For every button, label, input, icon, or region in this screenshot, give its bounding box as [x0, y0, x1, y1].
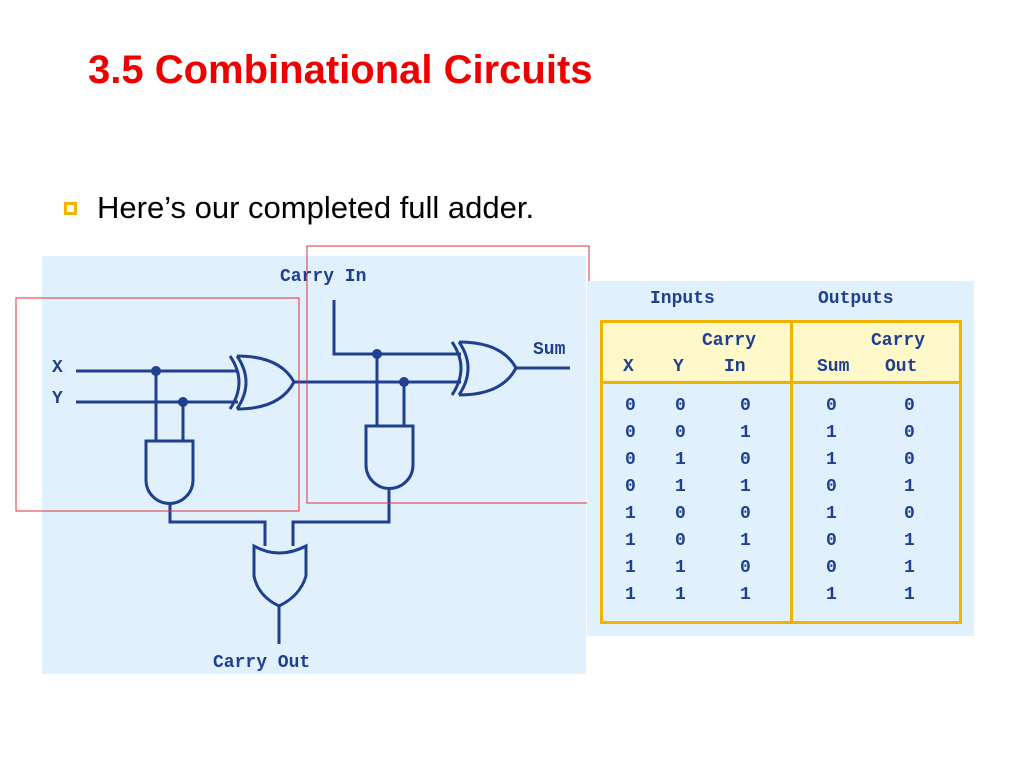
group-inputs: Inputs [650, 289, 715, 309]
junction-cin [372, 349, 382, 359]
cell-cout: 1 [904, 531, 915, 551]
table-row: 0 1 1 [603, 477, 790, 504]
and-gate-1 [144, 439, 195, 505]
xor-gate-2 [450, 340, 518, 397]
cell-cin: 0 [740, 558, 751, 578]
junction-x [151, 366, 161, 376]
label-y: Y [52, 389, 63, 409]
wire-carry-in [332, 300, 461, 356]
cell-x: 0 [625, 396, 636, 416]
bullet-text: Here’s our completed full adder. [97, 190, 535, 225]
cell-y: 0 [675, 396, 686, 416]
col-cin-bottom: In [724, 357, 746, 377]
cell-cout: 1 [904, 558, 915, 578]
cell-cout: 0 [904, 396, 915, 416]
cell-x: 0 [625, 423, 636, 443]
inputs-rows: 0 0 0 0 0 1 0 1 0 0 1 1 1 0 0 1 0 1 1 1 0 1 1 1 [603, 396, 790, 612]
truth-table-inputs: Carry X Y In 0 0 0 0 0 1 0 1 0 0 1 1 1 0 0 1 0 1 1 1 0 1 1 1 [603, 323, 793, 621]
table-row: 0 0 1 [603, 423, 790, 450]
inputs-column-header: Carry X Y In [603, 323, 790, 384]
col-y: Y [673, 357, 684, 377]
label-x: X [52, 358, 63, 378]
table-row: 0 0 0 [603, 396, 790, 423]
cell-y: 0 [675, 423, 686, 443]
col-sum: Sum [817, 357, 850, 377]
cell-x: 0 [625, 450, 636, 470]
table-row: 1 0 1 [603, 531, 790, 558]
cell-sum: 0 [826, 531, 837, 551]
xor-gate-1 [228, 354, 296, 411]
cell-cin: 0 [740, 450, 751, 470]
cell-y: 1 [675, 477, 686, 497]
cell-x: 1 [625, 558, 636, 578]
slide-title: 3.5 Combinational Circuits [88, 48, 593, 92]
col-cout-bottom: Out [885, 357, 918, 377]
cell-sum: 0 [826, 558, 837, 578]
cell-y: 0 [675, 504, 686, 524]
label-sum: Sum [533, 340, 566, 360]
cell-cin: 0 [740, 504, 751, 524]
cell-cout: 0 [904, 423, 915, 443]
cell-sum: 1 [826, 423, 837, 443]
col-cin-top: Carry [702, 331, 757, 351]
table-row: 0 1 0 [603, 450, 790, 477]
half-adder-1-highlight [15, 297, 300, 512]
cell-cout: 1 [904, 477, 915, 497]
cell-cin: 0 [740, 396, 751, 416]
bullet-item: Here’s our completed full adder. [64, 190, 534, 226]
square-bullet-icon [64, 201, 77, 215]
junction-xor1 [399, 377, 409, 387]
cell-sum: 1 [826, 585, 837, 605]
cell-cin: 1 [740, 585, 751, 605]
wire-and2-out [291, 488, 391, 546]
or-gate [252, 543, 308, 608]
cell-cout: 0 [904, 504, 915, 524]
cell-sum: 0 [826, 477, 837, 497]
table-row: 1 1 0 [603, 558, 790, 585]
junction-y [178, 397, 188, 407]
cell-x: 1 [625, 531, 636, 551]
cell-cin: 1 [740, 477, 751, 497]
cell-sum: 0 [826, 396, 837, 416]
cell-cout: 0 [904, 450, 915, 470]
cell-y: 1 [675, 585, 686, 605]
table-row: 1 0 0 [603, 504, 790, 531]
cell-cin: 1 [740, 531, 751, 551]
cell-x: 0 [625, 477, 636, 497]
cell-cin: 1 [740, 423, 751, 443]
col-x: X [623, 357, 634, 377]
cell-y: 0 [675, 531, 686, 551]
circuit-panel [42, 256, 586, 674]
table-row: 1 1 1 [603, 585, 790, 612]
label-carry-in: Carry In [280, 267, 366, 287]
cell-y: 1 [675, 558, 686, 578]
cell-sum: 1 [826, 450, 837, 470]
wire-and1-out [168, 502, 267, 546]
cell-x: 1 [625, 585, 636, 605]
col-cout-top: Carry [871, 331, 926, 351]
cell-cout: 1 [904, 585, 915, 605]
and-gate-2 [364, 424, 415, 490]
group-outputs: Outputs [818, 289, 894, 309]
cell-y: 1 [675, 450, 686, 470]
cell-x: 1 [625, 504, 636, 524]
cell-sum: 1 [826, 504, 837, 524]
label-carry-out: Carry Out [213, 653, 310, 673]
outputs-column-header: Carry Sum Out [793, 323, 959, 384]
